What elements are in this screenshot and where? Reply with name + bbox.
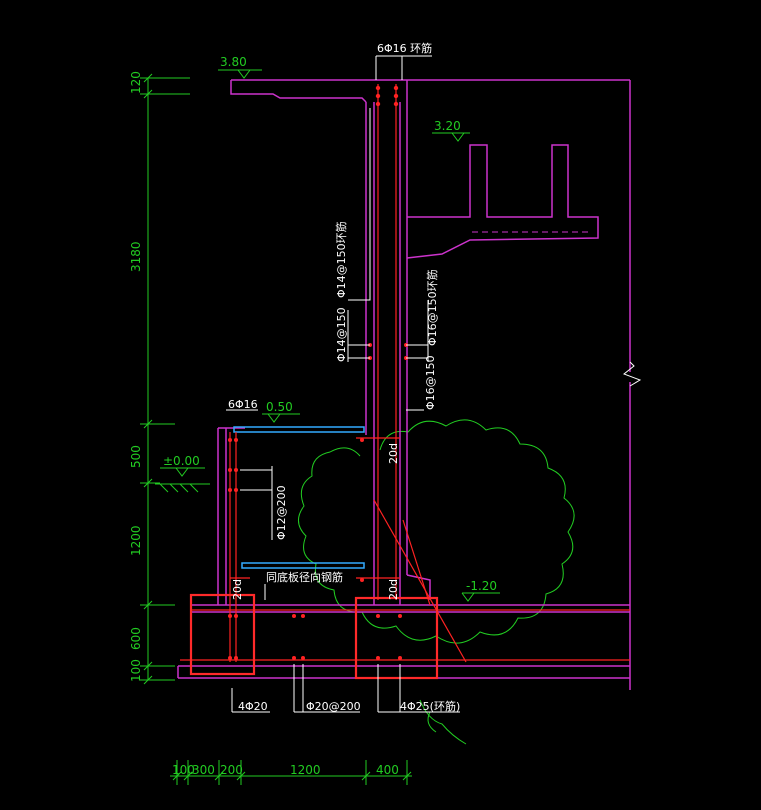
dim-h-100: 100 (172, 763, 195, 777)
label-bottom-right: 4Φ25(环筋) (400, 699, 460, 713)
rebar-dots (228, 85, 408, 660)
label-anchor-a: 20d (387, 443, 400, 464)
vertical-dimension-chain (140, 73, 190, 685)
rebar-lines (180, 84, 630, 663)
dim-h-300: 300 (192, 763, 215, 777)
floor-slabs (233, 426, 365, 569)
label-wall-left: Φ14@150 (335, 307, 348, 362)
vertical-dimension-labels: 120 3180 500 1200 600 100 (129, 71, 143, 682)
structure-outline (177, 79, 631, 690)
label-anchor-b: 20d (387, 579, 400, 600)
highlight-box-left (189, 593, 256, 676)
dim-h-200: 200 (220, 763, 243, 777)
label-bottom-mid: Φ20@200 (306, 700, 361, 713)
label-right-ring: Φ16@150环筋 (425, 269, 439, 346)
dim-500: 500 (129, 445, 143, 468)
dim-120: 120 (129, 71, 143, 94)
elev-floor: 0.50 (266, 400, 293, 414)
highlight-box-right (354, 596, 439, 680)
elev-bottom: -1.20 (466, 579, 497, 593)
label-left-top: 6Φ16 (228, 398, 258, 411)
elev-ground: ±0.00 (163, 454, 200, 468)
elev-upper: 3.20 (434, 119, 461, 133)
dim-1200: 1200 (129, 525, 143, 556)
dim-h-400: 400 (376, 763, 399, 777)
horizontal-dimension-chain (170, 760, 412, 785)
label-top-ring: 6Φ16 环筋 (377, 41, 432, 55)
label-base-note: 同底板径向钢筋 (266, 570, 343, 584)
dim-3180: 3180 (129, 241, 143, 272)
dim-100: 100 (129, 659, 143, 682)
leader-lines (226, 55, 460, 713)
dim-600: 600 (129, 627, 143, 650)
elevation-markers (155, 69, 500, 602)
label-bottom-left: 4Φ20 (238, 700, 268, 713)
label-right-bar: Φ16@150 (424, 355, 437, 410)
elev-top: 3.80 (220, 55, 247, 69)
label-left-mid: Φ12@200 (275, 485, 288, 540)
soil-cloud-outline (298, 419, 575, 644)
label-wall-ring: Φ14@150环筋 (334, 221, 348, 298)
soil-cloud-tail (419, 699, 467, 745)
break-symbol (623, 361, 642, 387)
dim-h-1200: 1200 (290, 763, 321, 777)
horizontal-dimension-labels: 100 300 200 1200 400 (172, 763, 399, 777)
label-anchor-c: 20d (231, 579, 244, 600)
